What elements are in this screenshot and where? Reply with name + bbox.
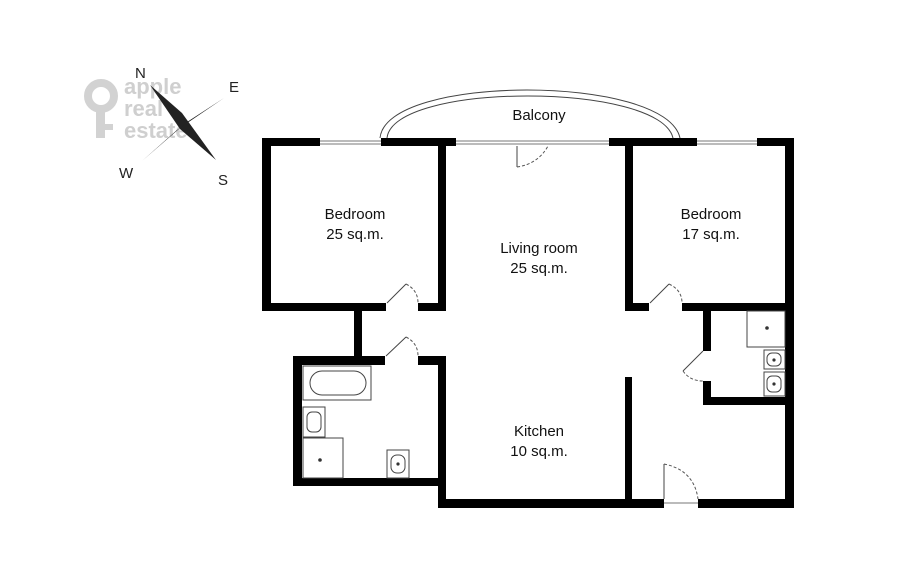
wc-shower-tray-icon	[746, 310, 786, 348]
balcony	[379, 89, 681, 139]
bedroom-left-name: Bedroom	[325, 206, 386, 223]
kitchen-name: Kitchen	[514, 423, 564, 440]
kitchen-area: 10 sq.m.	[510, 443, 568, 460]
shower-tray-icon	[302, 437, 344, 479]
doors	[385, 145, 704, 504]
living-room-name: Living room	[500, 240, 578, 257]
door-entrance	[663, 463, 699, 504]
fixtures	[302, 310, 786, 479]
bathtub-icon	[302, 365, 372, 401]
compass-north-label: N	[135, 65, 146, 82]
watermark-line-1: apple	[124, 74, 181, 99]
living-room-area: 25 sq.m.	[510, 260, 568, 277]
door-wc	[682, 350, 704, 382]
toilet-icon	[386, 449, 410, 479]
compass-south-label: S	[218, 172, 228, 189]
compass-west-label: W	[119, 165, 134, 182]
compass-rose-icon: N E W S	[119, 65, 239, 189]
bedroom-left-area: 25 sq.m.	[326, 226, 384, 243]
wc-toilet-icon	[763, 349, 786, 370]
compass-east-label: E	[229, 79, 239, 96]
sink-icon	[302, 406, 326, 438]
walls	[262, 138, 794, 508]
key-icon	[84, 79, 118, 138]
bedroom-right-area: 17 sq.m.	[682, 226, 740, 243]
balcony-label: Balcony	[512, 107, 566, 124]
door-balcony	[516, 145, 549, 168]
bedroom-right-name: Bedroom	[681, 206, 742, 223]
door-bathroom	[385, 336, 419, 357]
door-bedroom-left	[386, 283, 419, 304]
wc-sink-icon	[763, 371, 786, 397]
watermark-line-2: real	[124, 96, 163, 121]
door-bedroom-right	[649, 283, 683, 304]
room-labels: Balcony Bedroom 25 sq.m. Living room 25 …	[325, 107, 742, 460]
